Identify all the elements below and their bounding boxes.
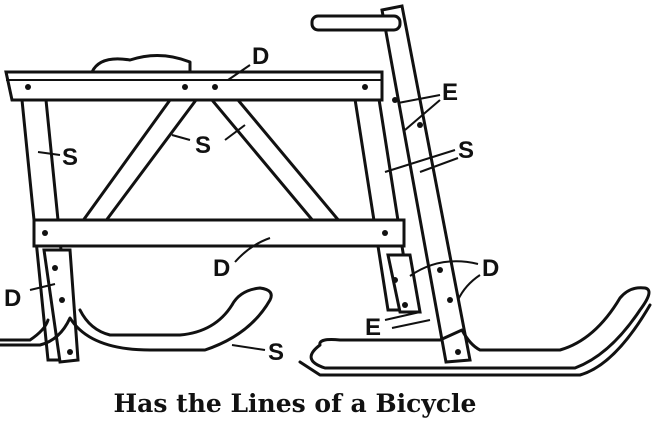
diagonal-brace-right	[208, 98, 344, 224]
label-d-top: D	[252, 43, 269, 70]
label-d-left: D	[4, 285, 21, 312]
top-crossbar	[4, 70, 384, 102]
label-s-runner: S	[268, 339, 284, 366]
label-s-right: S	[458, 137, 474, 164]
label-d-right: D	[482, 255, 499, 282]
bolts	[25, 84, 461, 355]
label-s-left: S	[62, 144, 78, 171]
label-e-top: E	[442, 79, 458, 106]
caption: Has the Lines of a Bicycle	[114, 389, 477, 418]
handlebar	[310, 14, 402, 32]
label-e-bottom: E	[365, 314, 381, 341]
diagonal-brace-left	[79, 98, 199, 224]
seat-cushion	[90, 54, 192, 74]
label-arrows	[29, 64, 481, 351]
label-s-diagonal: S	[195, 132, 211, 159]
left-runner	[0, 286, 273, 352]
steering-post	[380, 4, 472, 364]
left-runner-post	[42, 248, 80, 364]
right-runner	[309, 286, 651, 370]
label-d-middle: D	[213, 255, 230, 282]
middle-crossbar	[32, 218, 406, 248]
